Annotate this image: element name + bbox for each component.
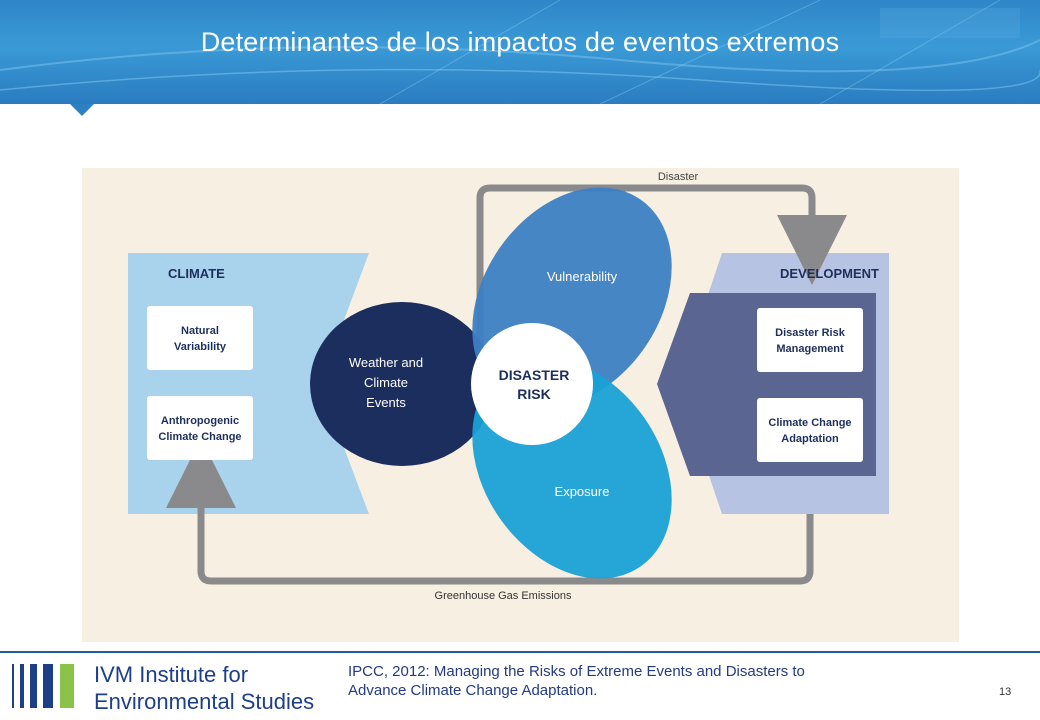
natural-variability-line1: Natural (181, 325, 219, 337)
disaster-label: Disaster (658, 171, 699, 183)
citation: IPCC, 2012: Managing the Risks of Extrem… (348, 662, 948, 700)
anthropogenic-line1: Anthropogenic (161, 415, 239, 427)
cca-line2: Adaptation (781, 433, 839, 445)
citation-line1: IPCC, 2012: Managing the Risks of Extrem… (348, 663, 805, 680)
header-banner: Determinantes de los impactos de eventos… (0, 0, 1040, 104)
disaster-risk-line1: DISASTER (499, 367, 570, 383)
anthropogenic-line2: Climate Change (158, 431, 241, 443)
anthropogenic-box (147, 396, 253, 460)
emissions-feedback-arrow (166, 438, 814, 585)
drm-line1: Disaster Risk (775, 327, 846, 339)
disaster-risk-diagram: Disaster CLIMATE DEVELOPMENT Natural Var… (82, 168, 959, 642)
aerial-background (0, 0, 1040, 104)
logo-text-line1: IVM Institute for (94, 662, 249, 687)
cca-line1: Climate Change (768, 417, 851, 429)
weather-line3: Events (366, 395, 406, 410)
weather-line2: Climate (364, 375, 408, 390)
footer-divider (0, 651, 1040, 653)
slide-title: Determinantes de los impactos de eventos… (200, 27, 840, 57)
drm-box (757, 308, 863, 372)
drm-line2: Management (776, 343, 844, 355)
disaster-feedback-arrow (476, 184, 847, 378)
header-notch (70, 104, 94, 116)
vulnerability-label: Vulnerability (547, 269, 618, 284)
development-heading: DEVELOPMENT (780, 266, 879, 281)
natural-variability-line2: Variability (174, 341, 227, 353)
emissions-label: Greenhouse Gas Emissions (435, 590, 572, 602)
disaster-risk-line2: RISK (517, 386, 550, 402)
weather-events-ellipse (310, 302, 494, 466)
exposure-label: Exposure (555, 484, 610, 499)
page-number: 13 (999, 686, 1012, 698)
logo-text-line2: Environmental Studies (94, 689, 315, 714)
citation-line2: Advance Climate Change Adaptation. (348, 682, 598, 699)
natural-variability-box (147, 306, 253, 370)
climate-heading: CLIMATE (168, 266, 225, 281)
cca-box (757, 398, 863, 462)
disaster-risk-circle (471, 323, 593, 445)
ivm-logo: IVM Institute for Environmental Studies (12, 660, 332, 714)
weather-line1: Weather and (349, 355, 423, 370)
